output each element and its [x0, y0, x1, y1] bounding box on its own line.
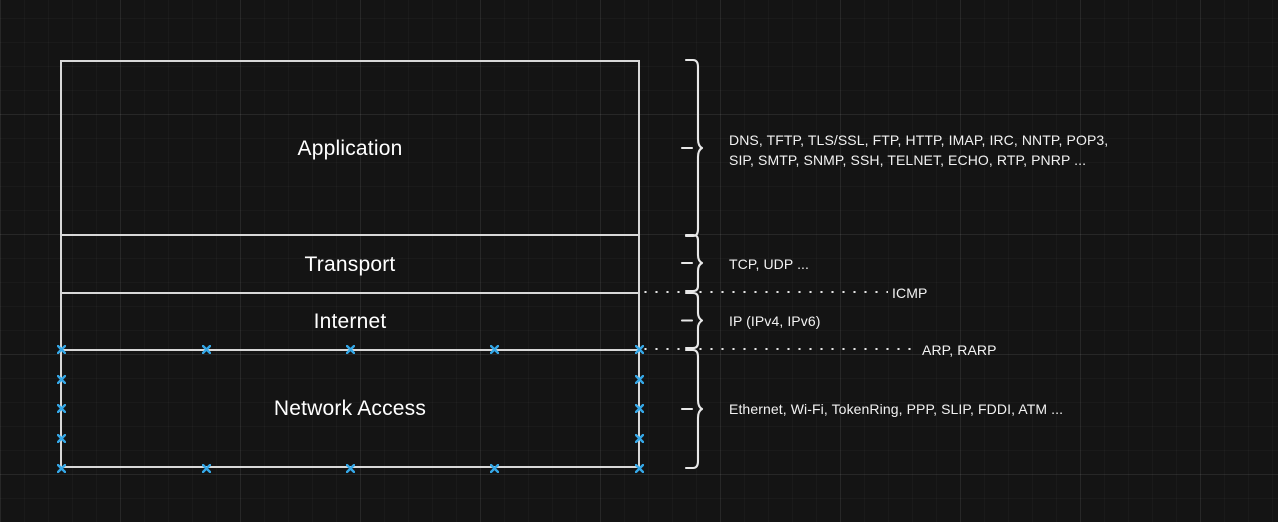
resize-handle-right-middle[interactable]	[634, 403, 644, 413]
resize-handle-top-right[interactable]	[634, 344, 644, 354]
resize-handle-bottom-right[interactable]	[634, 463, 644, 473]
brace-application[interactable]	[668, 58, 704, 238]
layer-transport-label: Transport	[304, 252, 396, 276]
protocols-application-line1: DNS, TFTP, TLS/SSL, FTP, HTTP, IMAP, IRC…	[729, 132, 1109, 148]
protocols-network-access: Ethernet, Wi-Fi, TokenRing, PPP, SLIP, F…	[729, 401, 1064, 417]
protocols-transport: TCP, UDP ...	[729, 256, 810, 272]
resize-handle-top-three-quarter[interactable]	[489, 344, 499, 354]
brace-network-access[interactable]	[668, 348, 704, 470]
brace-internet[interactable]	[668, 291, 704, 350]
resize-handle-top-left[interactable]	[56, 344, 66, 354]
connector-label-icmp: ICMP	[892, 285, 928, 301]
resize-handle-right-lower[interactable]	[634, 433, 644, 443]
resize-handle-top-quarter[interactable]	[201, 344, 211, 354]
resize-handle-left-upper[interactable]	[56, 374, 66, 384]
resize-handle-bottom-three-quarter[interactable]	[489, 463, 499, 473]
layer-transport[interactable]: Transport	[62, 234, 638, 292]
layer-network-access[interactable]: Network Access	[62, 349, 638, 466]
resize-handle-left-middle[interactable]	[56, 403, 66, 413]
layer-internet[interactable]: Internet	[62, 292, 638, 349]
resize-handle-left-lower[interactable]	[56, 433, 66, 443]
layer-network-access-label: Network Access	[273, 397, 427, 420]
tcpip-stack-shape[interactable]: Application Transport Internet Network A…	[60, 60, 640, 468]
layer-application-label: Application	[297, 136, 403, 160]
protocols-internet: IP (IPv4, IPv6)	[729, 313, 821, 329]
resize-handle-bottom-left[interactable]	[56, 463, 66, 473]
resize-handle-bottom-quarter[interactable]	[201, 463, 211, 473]
dotted-line-arp	[640, 348, 918, 350]
resize-handle-right-upper[interactable]	[634, 374, 644, 384]
protocols-application-line2: SIP, SMTP, SNMP, SSH, TELNET, ECHO, RTP,…	[729, 152, 1087, 168]
layer-internet-label: Internet	[313, 310, 387, 333]
brace-transport[interactable]	[668, 233, 704, 293]
connector-label-arp-rarp: ARP, RARP	[922, 342, 997, 358]
layer-application[interactable]: Application	[62, 62, 638, 234]
dotted-line-icmp	[640, 291, 888, 293]
resize-handle-top-center[interactable]	[345, 344, 355, 354]
resize-handle-bottom-center[interactable]	[345, 463, 355, 473]
